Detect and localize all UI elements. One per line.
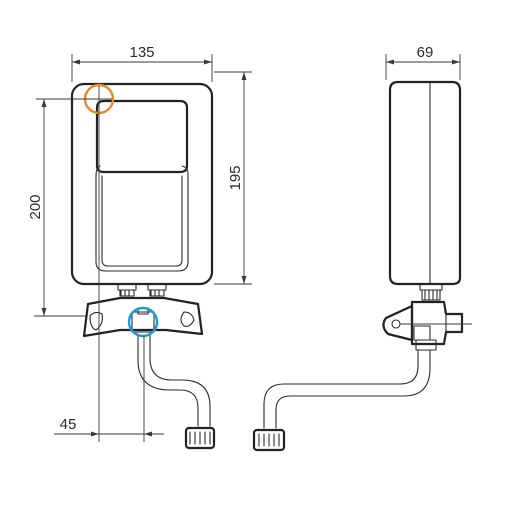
side-heater-body bbox=[388, 80, 462, 286]
spout-offset-label: 45 bbox=[60, 416, 77, 433]
front-heater-body bbox=[70, 82, 214, 286]
dimension-side-depth: 69 bbox=[385, 44, 461, 80]
front-width-label: 135 bbox=[129, 44, 154, 61]
side-spout bbox=[252, 349, 431, 452]
side-inlet-nipple bbox=[419, 283, 443, 301]
side-valve bbox=[382, 300, 464, 351]
front-spout-aerator bbox=[184, 426, 216, 450]
side-depth-label: 69 bbox=[417, 44, 434, 61]
connection-point-highlight bbox=[127, 306, 159, 338]
front-valve-body bbox=[82, 296, 204, 338]
dimension-spout-offset: 45 bbox=[54, 112, 164, 442]
front-inlet-nipples bbox=[117, 283, 167, 297]
body-height-label: 195 bbox=[227, 165, 244, 190]
dimension-body-height: 195 bbox=[214, 71, 252, 285]
dimension-front-width: 135 bbox=[71, 44, 213, 82]
front-lower-panel-inner bbox=[101, 175, 183, 267]
side-view bbox=[252, 80, 472, 452]
front-lower-panel bbox=[95, 165, 189, 272]
front-height-label: 200 bbox=[27, 194, 44, 219]
front-display-window bbox=[95, 99, 189, 174]
front-spout bbox=[137, 333, 216, 450]
dimension-front-height: 200 bbox=[27, 99, 86, 317]
front-view bbox=[36, 82, 216, 450]
side-spout-aerator bbox=[252, 428, 286, 452]
